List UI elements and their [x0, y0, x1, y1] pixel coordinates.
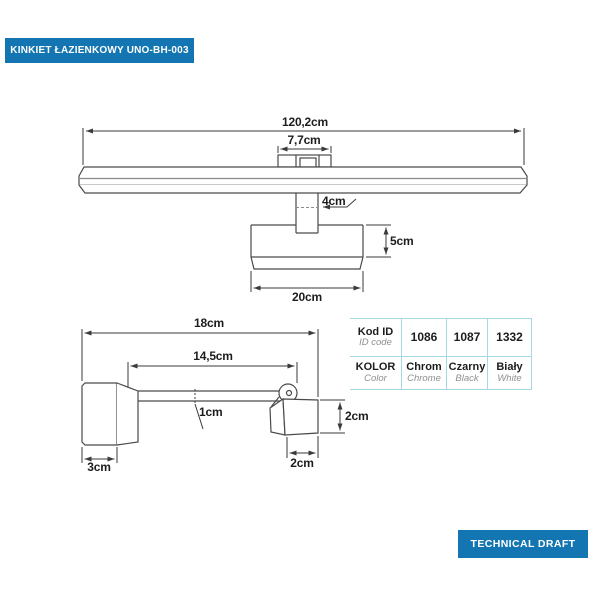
technical-draft-label: TECHNICAL DRAFT — [470, 538, 576, 550]
dim-label-arm-length: 14,5cm — [193, 349, 233, 363]
spec-color-2-en: Black — [455, 372, 479, 384]
spec-color-3-en: White — [497, 372, 522, 384]
spec-id-code-2: 1087 — [453, 329, 481, 344]
dim-box-width-lines — [250, 271, 364, 292]
technical-draft-banner: TECHNICAL DRAFT — [458, 530, 588, 558]
dim-arm-thickness-lines — [194, 389, 204, 430]
pivot-joint — [270, 383, 298, 408]
spec-table: Kod ID ID code 1086 1087 1332 KOLOR Colo… — [350, 318, 532, 390]
dim-label-bracket-width: 7,7cm — [287, 133, 321, 147]
spec-id-label-pl: Kod ID — [357, 325, 394, 338]
product-title-banner: KINKIET ŁAZIENKOWY UNO-BH-003 — [5, 38, 194, 63]
dim-label-plate-depth: 3cm — [87, 460, 111, 474]
dim-label-total-depth: 18cm — [194, 316, 224, 330]
spec-id-label-en: ID code — [359, 337, 392, 349]
spec-id-code-cell: 1332 — [488, 319, 532, 357]
front-arm — [295, 193, 319, 234]
dim-total-width-lines — [82, 128, 525, 165]
spec-id-code-3: 1332 — [496, 329, 523, 344]
spec-color-cell: Biały White — [488, 357, 532, 389]
dim-label-head-height: 2cm — [345, 409, 369, 423]
spec-color-label-en: Color — [364, 372, 387, 384]
wall-box — [250, 224, 364, 270]
front-view — [78, 128, 528, 292]
dim-label-total-width: 120,2cm — [282, 115, 328, 129]
side-view — [81, 329, 345, 463]
dim-bracket-lines — [277, 146, 332, 153]
spec-id-code-cell: 1086 — [402, 319, 447, 357]
dim-label-arm-thickness: 1cm — [199, 405, 223, 419]
spec-color-label-pl: KOLOR — [355, 361, 396, 374]
spec-id-code-cell: 1087 — [447, 319, 488, 357]
spec-id-code-1: 1086 — [410, 329, 438, 344]
spec-color-1-en: Chrome — [407, 372, 441, 384]
spec-color-cell: Chrom Chrome — [402, 357, 447, 389]
spec-color-header-cell: KOLOR Color — [350, 357, 402, 389]
spec-color-cell: Czarny Black — [447, 357, 488, 389]
dim-plate-depth-lines — [81, 447, 118, 463]
dim-head-width-lines — [286, 436, 319, 458]
dim-label-box-width: 20cm — [292, 290, 322, 304]
dim-label-box-height: 5cm — [390, 234, 414, 248]
mounting-bracket — [277, 154, 332, 168]
dim-total-depth-lines — [81, 329, 319, 397]
dim-arm-length-lines — [127, 362, 298, 389]
spec-color-1-pl: Chrom — [406, 361, 442, 374]
wall-plate — [81, 382, 139, 446]
lamp-head — [269, 397, 319, 436]
spec-color-3-pl: Biały — [496, 361, 523, 374]
dim-arm-width-lines — [323, 198, 357, 210]
spec-id-header-cell: Kod ID ID code — [350, 319, 402, 357]
lamp-bar — [78, 166, 528, 194]
dim-head-height-lines — [320, 399, 345, 434]
dim-label-head-width: 2cm — [290, 456, 314, 470]
dim-label-arm-width: 4cm — [322, 194, 346, 208]
product-title: KINKIET ŁAZIENKOWY UNO-BH-003 — [10, 45, 189, 56]
dim-box-height-lines — [366, 224, 391, 258]
spec-color-2-pl: Czarny — [448, 361, 486, 374]
side-arm — [138, 390, 282, 402]
